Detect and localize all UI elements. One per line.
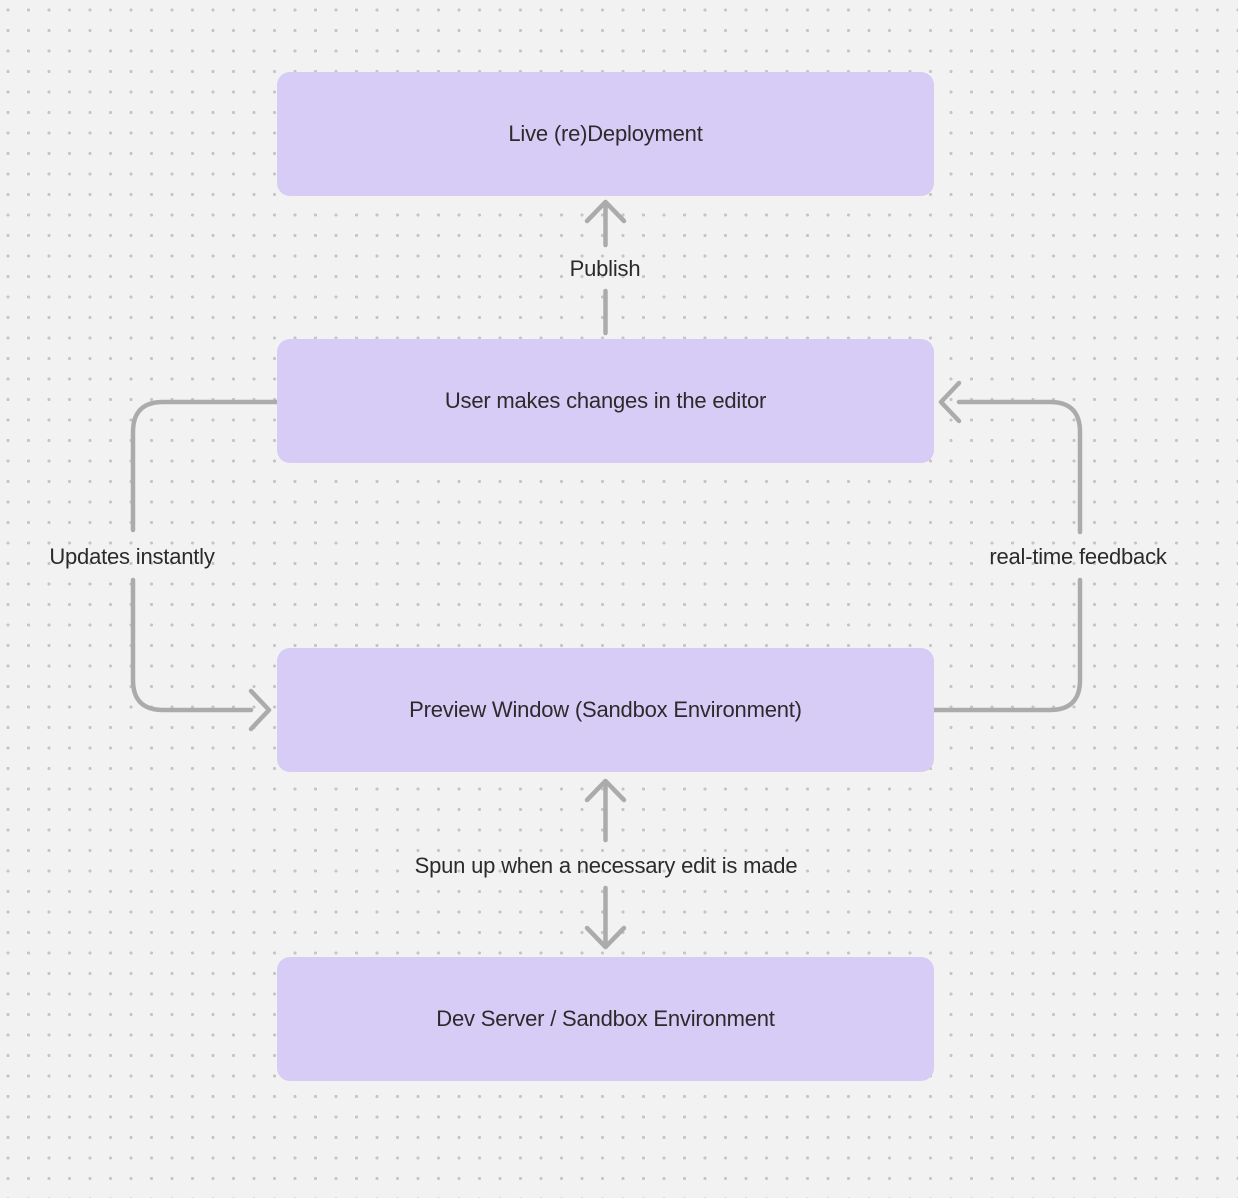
node-editor-changes: User makes changes in the editor: [277, 339, 934, 463]
spun-up-arrows: [584, 778, 627, 950]
edge-label-spun-up: Spun up when a necessary edit is made: [414, 853, 798, 878]
arrow-shaft: [956, 399, 1083, 535]
node-dev-server: Dev Server / Sandbox Environment: [277, 957, 934, 1081]
edge-label-updates-instantly: Updates instantly: [49, 544, 215, 569]
node-label: Live (re)Deployment: [508, 121, 703, 146]
arrowhead-down-icon: [584, 925, 627, 950]
updates-instantly-arrow: [130, 399, 280, 732]
node-preview-window: Preview Window (Sandbox Environment): [277, 648, 934, 772]
arrowhead-left-icon: [938, 380, 962, 424]
arrowhead-up-icon: [584, 778, 627, 803]
edge-label-real-time-feedback: real-time feedback: [989, 544, 1167, 569]
arrowhead-right-icon: [248, 688, 272, 732]
node-label: Preview Window (Sandbox Environment): [409, 697, 802, 722]
node-label: User makes changes in the editor: [444, 388, 767, 413]
node-live-redeployment: Live (re)Deployment: [277, 72, 934, 196]
arrow-shaft: [130, 577, 254, 713]
real-time-feedback-arrow: [931, 380, 1083, 713]
publish-arrow: [584, 199, 627, 336]
edge-label-publish: Publish: [569, 256, 641, 281]
node-label: Dev Server / Sandbox Environment: [436, 1006, 775, 1031]
arrowhead-up-icon: [584, 199, 627, 224]
arrow-shaft: [130, 399, 280, 533]
arrow-shaft: [931, 577, 1083, 713]
